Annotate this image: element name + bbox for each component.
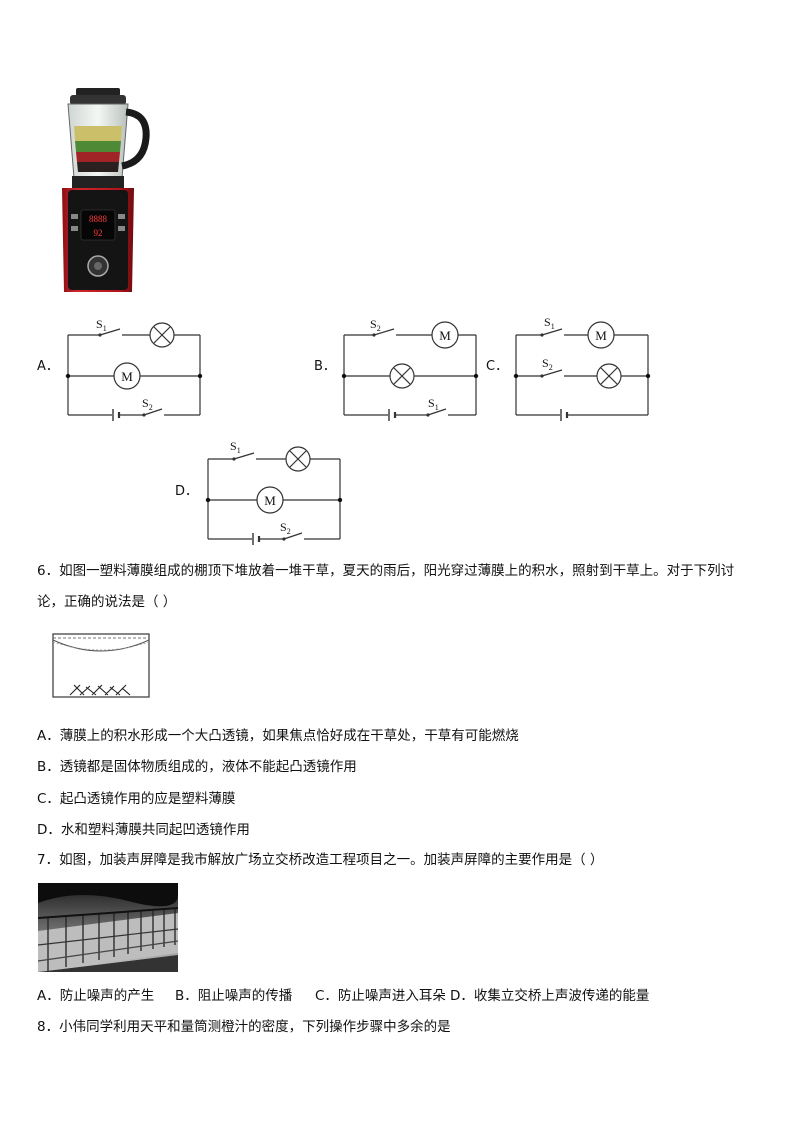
svg-text:M: M — [121, 369, 133, 384]
q6-option-b[interactable]: B．透镜都是固体物质组成的，液体不能起凸透镜作用 — [37, 759, 357, 775]
motor-icon: M — [431, 321, 459, 349]
q7-option-b[interactable]: B．阻止噪声的传播 — [175, 988, 293, 1004]
svg-text:S2: S2 — [370, 317, 381, 333]
motor-icon: M — [256, 486, 284, 514]
display-top: 8888 — [89, 214, 108, 224]
display-bottom: 92 — [94, 228, 103, 238]
sound-barrier-photo — [38, 883, 178, 972]
q6-stem-line2: 论，正确的说法是（ ） — [37, 594, 177, 610]
motor-icon: M — [587, 321, 615, 349]
blender-image: 8888 92 — [50, 86, 150, 296]
svg-text:S2: S2 — [542, 356, 553, 372]
q7-option-c[interactable]: C．防止噪声进入耳朵 — [315, 988, 446, 1004]
lamp-icon — [389, 363, 415, 389]
svg-text:S1: S1 — [230, 439, 241, 455]
q6-option-c[interactable]: C．起凸透镜作用的应是塑料薄膜 — [37, 791, 236, 807]
lamp-icon — [596, 363, 622, 389]
q8-stem: 8．小伟同学利用天平和量筒测橙汁的密度，下列操作步骤中多余的是 — [37, 1019, 451, 1035]
svg-text:M: M — [595, 328, 607, 343]
svg-text:M: M — [264, 493, 276, 508]
lamp-icon — [285, 446, 311, 472]
q7-option-a[interactable]: A．防止噪声的产生 — [37, 988, 155, 1004]
circuit-diagram-a: M S1 S2 — [65, 317, 203, 421]
q7-stem: 7．如图，加装声屏障是我市解放广场立交桥改造工程项目之一。加装声屏障的主要作用是… — [37, 852, 604, 868]
q6-option-a[interactable]: A．薄膜上的积水形成一个大凸透镜，如果焦点恰好成在干草处，干草有可能燃烧 — [37, 728, 519, 744]
svg-text:S1: S1 — [544, 315, 555, 331]
svg-text:S2: S2 — [142, 396, 153, 412]
lamp-icon — [149, 322, 175, 348]
circuit-b-label: B． — [314, 359, 336, 374]
circuit-diagram-b: M S2 S1 — [341, 317, 479, 421]
greenhouse-figure — [52, 633, 150, 698]
svg-text:S1: S1 — [428, 396, 439, 412]
q7-option-d[interactable]: D．收集立交桥上声波传递的能量 — [450, 988, 650, 1004]
svg-text:M: M — [439, 328, 451, 343]
circuit-d-label: D． — [175, 484, 199, 499]
circuit-c-label: C． — [486, 359, 509, 374]
motor-icon: M — [113, 362, 141, 390]
circuit-a-label: A． — [37, 359, 59, 374]
svg-text:S1: S1 — [96, 317, 107, 333]
q6-option-d[interactable]: D．水和塑料薄膜共同起凹透镜作用 — [37, 822, 250, 838]
circuit-diagram-d: M S1 S2 — [205, 439, 343, 545]
circuit-diagram-c: M S1 S2 — [513, 315, 651, 421]
svg-text:S2: S2 — [280, 520, 291, 536]
q6-stem-line1: 6．如图一塑料薄膜组成的棚顶下堆放着一堆干草，夏天的雨后，阳光穿过薄膜上的积水，… — [37, 563, 735, 579]
